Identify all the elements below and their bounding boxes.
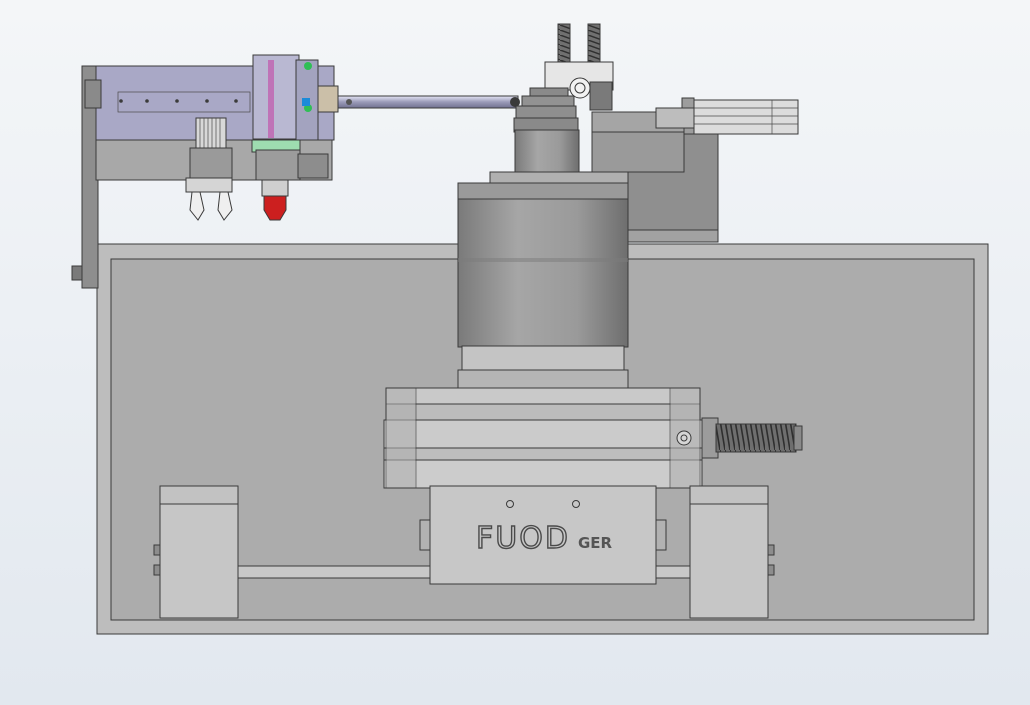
right-end-block [689, 503, 769, 619]
red-gripper [251, 139, 329, 221]
rod-clamp [317, 85, 339, 113]
rotary-side-block [589, 81, 613, 111]
red-gripper-side [297, 153, 329, 179]
carriage-hole-left [506, 500, 514, 508]
end-cap [84, 79, 102, 109]
cylinder-band [458, 258, 628, 262]
left-end-bolt-2 [153, 564, 161, 576]
plate-left-cap [385, 387, 417, 489]
rod [337, 95, 519, 109]
right-end-bolt-1 [767, 544, 775, 556]
air-hose-left [557, 23, 571, 67]
left-end-block-top [159, 485, 239, 507]
logo-text: FUOD [476, 521, 570, 556]
carriage-hole-right [572, 500, 580, 508]
rail-bolts [119, 99, 238, 103]
gripper-body [189, 147, 233, 181]
left-end-bolt-1 [153, 544, 161, 556]
plate-port [676, 430, 692, 446]
base-linear-axis: FUOD GER [153, 485, 775, 619]
red-gripper-neck [261, 179, 289, 197]
right-end-bolt-2 [767, 564, 775, 576]
carriage-side-left [419, 519, 431, 551]
adjust-spring [715, 423, 797, 453]
adjust-spring-cap [793, 425, 803, 451]
post-foot-bolt [71, 265, 83, 281]
gripper-finger-right [217, 191, 233, 221]
pneumatic-cylinder-right [591, 97, 799, 243]
cylinder-block-lower [591, 131, 685, 173]
piston-end-cap [655, 107, 695, 129]
piston-tube-lines [694, 100, 798, 134]
rod-joint [510, 97, 520, 107]
rod-end-pin [346, 99, 352, 105]
connecting-rod [337, 95, 520, 109]
blue-fitting [302, 98, 310, 106]
red-gripper-body [255, 149, 301, 181]
gripper-finger-left [189, 191, 205, 221]
motor-body-upper [514, 129, 580, 175]
main-cylinder [457, 198, 629, 348]
bracket-bottom [627, 229, 719, 243]
top-valve-port [569, 77, 591, 99]
green-sensor-top [304, 62, 312, 70]
air-hose-right [587, 23, 601, 67]
motor-fins [199, 118, 221, 148]
slide-rail [117, 91, 251, 113]
carriage-side-right [655, 519, 667, 551]
piston-tube [693, 99, 799, 135]
top-valve-port-inner [574, 82, 586, 94]
parallel-gripper-left [185, 117, 233, 221]
logo-suffix: GER [578, 534, 613, 552]
carriage-pink-strip [268, 60, 274, 138]
red-gripper-jaw [263, 195, 287, 221]
slide-carriage [252, 54, 300, 140]
gripper-motor-head [195, 117, 227, 149]
plate-port-inner [680, 434, 688, 442]
plate-top [385, 387, 701, 407]
cylinder-collar [461, 345, 625, 373]
gripper-base [185, 177, 233, 193]
right-end-block-top [689, 485, 769, 507]
plate-3 [383, 419, 703, 449]
plate-2 [385, 403, 701, 423]
flange-plate [457, 182, 629, 202]
left-end-block [159, 503, 239, 619]
lower-slide-table [383, 387, 803, 489]
plate-5 [383, 459, 703, 489]
cylinder-base-ring [457, 369, 629, 389]
